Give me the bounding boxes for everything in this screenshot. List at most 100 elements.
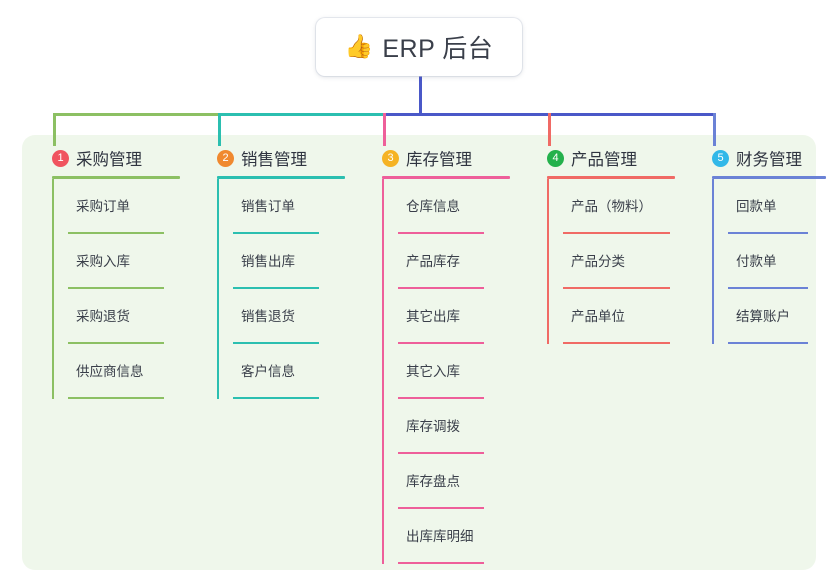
branch-item-label: 产品单位 [571, 309, 625, 324]
branch-item[interactable]: 其它入库 [382, 344, 516, 399]
branch-header-4[interactable]: 4 产品管理 [531, 146, 681, 170]
branch-badge-2: 2 [217, 149, 234, 167]
branch-item-label: 仓库信息 [406, 199, 460, 214]
branch-underline-3 [382, 176, 510, 179]
branch-title-4: 产品管理 [571, 151, 637, 169]
branch-item-label: 其它入库 [406, 364, 460, 379]
branch-item-label: 销售订单 [241, 199, 295, 214]
branch-item[interactable]: 客户信息 [217, 344, 351, 399]
branch-item-label: 采购退货 [76, 309, 130, 324]
branch-header-2[interactable]: 2 销售管理 [201, 146, 351, 170]
branch-item[interactable]: 销售出库 [217, 234, 351, 289]
branch-item-label: 产品分类 [571, 254, 625, 269]
bus-segment-3 [383, 113, 551, 116]
branch-item-list-4: 产品（物料） 产品分类产品单位 [531, 179, 681, 344]
branch-item[interactable]: 回款单 [712, 179, 826, 234]
branch-item-label: 产品库存 [406, 254, 460, 269]
branch-item-underline [728, 232, 808, 234]
branch-item-label: 采购入库 [76, 254, 130, 269]
bus-segment-1 [53, 113, 221, 116]
branch-underline-1 [52, 176, 180, 179]
branch-column-1: 1 采购管理采购订单采购入库采购退货供应商信息 [36, 146, 186, 399]
branch-drop-5 [713, 113, 716, 146]
branch-item-list-5: 回款单付款单结算账户 [696, 179, 826, 344]
bus-segment-4 [548, 113, 716, 116]
branch-underline-5 [712, 176, 826, 179]
root-title: ERP 后台 [382, 35, 494, 63]
branch-item-list-3: 仓库信息产品库存其它出库其它入库库存调拨库存盘点出库库明细 [366, 179, 516, 564]
branch-item-underline [233, 287, 319, 289]
branch-badge-1: 1 [52, 149, 69, 167]
branch-item-label: 付款单 [736, 254, 777, 269]
branch-title-5: 财务管理 [736, 151, 802, 169]
branch-drop-2 [218, 113, 221, 146]
branch-item-label: 产品（物料） [571, 199, 652, 214]
branch-item-label: 结算账户 [736, 309, 790, 324]
branch-item-underline [233, 397, 319, 399]
branch-underline-2 [217, 176, 345, 179]
branch-item[interactable]: 仓库信息 [382, 179, 516, 234]
branch-item[interactable]: 采购订单 [52, 179, 186, 234]
branch-item-label: 采购订单 [76, 199, 130, 214]
root-node[interactable]: 👍 ERP 后台 [316, 18, 522, 76]
branch-item[interactable]: 产品分类 [547, 234, 681, 289]
branch-spine-2 [217, 179, 219, 399]
branch-drop-3 [383, 113, 386, 146]
branch-spine-4 [547, 179, 549, 344]
branch-item[interactable]: 销售退货 [217, 289, 351, 344]
branch-item[interactable]: 库存调拨 [382, 399, 516, 454]
branch-item-underline [68, 232, 164, 234]
branch-spine-3 [382, 179, 384, 564]
branch-item-underline [563, 232, 670, 234]
branch-drop-1 [53, 113, 56, 146]
branch-item-underline [68, 342, 164, 344]
branch-item-underline [398, 287, 484, 289]
branch-badge-5: 5 [712, 149, 729, 167]
branch-item[interactable]: 库存盘点 [382, 454, 516, 509]
branch-item-label: 客户信息 [241, 364, 295, 379]
branch-badge-4: 4 [547, 149, 564, 167]
branch-title-1: 采购管理 [76, 151, 142, 169]
content-panel [22, 135, 816, 570]
branch-item-underline [233, 232, 319, 234]
branch-item-label: 销售出库 [241, 254, 295, 269]
branch-item-underline [398, 342, 484, 344]
branch-item[interactable]: 出库库明细 [382, 509, 516, 564]
branch-item-underline [728, 287, 808, 289]
branch-item-underline [398, 397, 484, 399]
branch-item[interactable]: 其它出库 [382, 289, 516, 344]
branch-item[interactable]: 销售订单 [217, 179, 351, 234]
branch-item[interactable]: 采购退货 [52, 289, 186, 344]
branch-item-label: 其它出库 [406, 309, 460, 324]
branch-item[interactable]: 结算账户 [712, 289, 826, 344]
branch-item-label: 库存调拨 [406, 419, 460, 434]
branch-item[interactable]: 产品库存 [382, 234, 516, 289]
thumbs-up-icon: 👍 [344, 33, 374, 60]
bus-segment-2 [218, 113, 386, 116]
branch-item-underline [68, 287, 164, 289]
branch-item[interactable]: 产品单位 [547, 289, 681, 344]
branch-item-underline [398, 562, 484, 564]
branch-item-underline [728, 342, 808, 344]
branch-item-list-2: 销售订单销售出库销售退货客户信息 [201, 179, 351, 399]
root-trunk-line [419, 74, 422, 116]
branch-item-label: 库存盘点 [406, 474, 460, 489]
branch-item-underline [563, 287, 670, 289]
branch-header-1[interactable]: 1 采购管理 [36, 146, 186, 170]
branch-column-5: 5 财务管理回款单付款单结算账户 [696, 146, 826, 344]
branch-underline-4 [547, 176, 675, 179]
branch-title-3: 库存管理 [406, 151, 472, 169]
branch-item[interactable]: 付款单 [712, 234, 826, 289]
branch-item-underline [68, 397, 164, 399]
branch-item-list-1: 采购订单采购入库采购退货供应商信息 [36, 179, 186, 399]
branch-item[interactable]: 供应商信息 [52, 344, 186, 399]
branch-header-5[interactable]: 5 财务管理 [696, 146, 826, 170]
branch-spine-5 [712, 179, 714, 344]
branch-title-2: 销售管理 [241, 151, 307, 169]
branch-item-underline [563, 342, 670, 344]
branch-item[interactable]: 采购入库 [52, 234, 186, 289]
branch-item-label: 出库库明细 [406, 529, 474, 544]
branch-item[interactable]: 产品（物料） [547, 179, 681, 234]
